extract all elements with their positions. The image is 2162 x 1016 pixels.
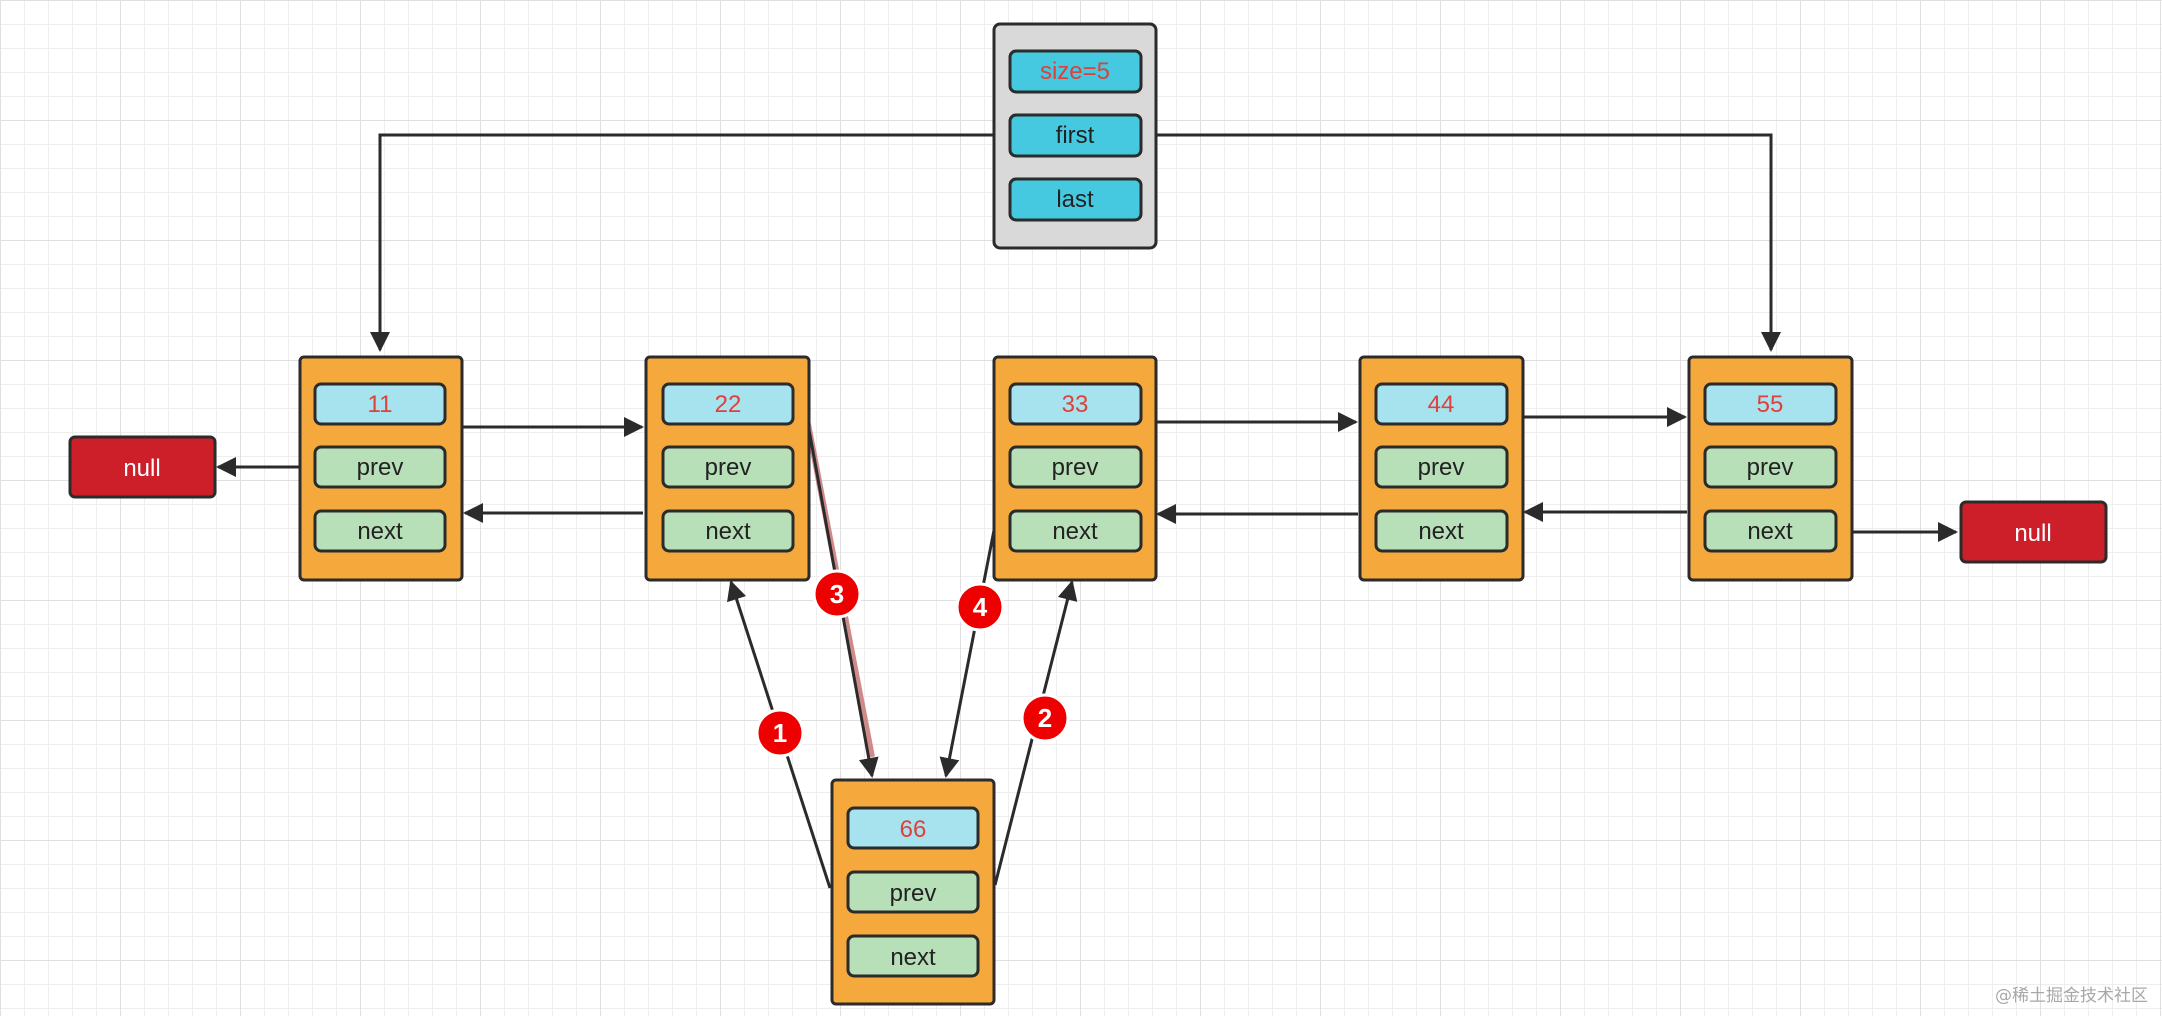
first-pointer-arrow	[370, 133, 994, 352]
next-field	[313, 509, 447, 553]
next-label: next	[1052, 518, 1098, 545]
prev-field	[1008, 445, 1143, 489]
value-field	[313, 382, 447, 426]
node-value: 55	[1757, 391, 1784, 418]
prev-field	[1703, 445, 1838, 489]
list-node-55: 55 prev next	[1687, 355, 1854, 582]
next-label: next	[357, 518, 403, 545]
last-field	[1008, 177, 1143, 222]
step-circle	[755, 708, 805, 758]
null-label: null	[2014, 520, 2051, 547]
step4-node33-prev-to-new-arrow	[939, 519, 998, 778]
next-field	[1703, 509, 1838, 553]
watermark-text: @稀土掘金技术社区	[1995, 986, 2148, 1006]
value-field	[661, 382, 795, 426]
prev-label: prev	[890, 880, 937, 907]
prev-field	[1374, 445, 1509, 489]
step-badge-4: 4	[955, 582, 1005, 632]
prev-label: prev	[357, 454, 404, 481]
next-field	[661, 509, 795, 553]
prev-label: prev	[1418, 454, 1465, 481]
null-label: null	[123, 455, 160, 482]
node-value: 22	[715, 391, 742, 418]
step-badge-1: 1	[755, 708, 805, 758]
step-number: 2	[1038, 703, 1052, 733]
next-field	[846, 934, 980, 978]
first-field	[1008, 113, 1143, 158]
value-field	[1703, 382, 1838, 426]
step-circle	[955, 582, 1005, 632]
null-right: null	[1959, 500, 2108, 564]
list-node-33: 33 prev next	[992, 355, 1158, 582]
linkedlist-header: size=5 first last	[992, 22, 1158, 250]
next-label: next	[1418, 518, 1464, 545]
node-value: 11	[368, 391, 393, 418]
value-field	[846, 806, 980, 850]
step-circle	[1020, 693, 1070, 743]
list-node-11: 11 prev next	[298, 355, 464, 582]
list-node-44: 44 prev next	[1358, 355, 1525, 582]
last-label: last	[1056, 186, 1094, 213]
step-number: 3	[830, 579, 844, 609]
first-label: first	[1056, 122, 1095, 149]
prev-label: prev	[1747, 454, 1794, 481]
null-box	[1959, 500, 2108, 564]
step-number: 1	[773, 718, 787, 748]
list-node-22: 22 prev next	[644, 355, 811, 582]
new-list-node-66: 66 prev next	[830, 778, 996, 1006]
size-label: size=5	[1040, 58, 1110, 85]
value-field	[1008, 382, 1143, 426]
prev-label: prev	[705, 454, 752, 481]
next-label: next	[705, 518, 751, 545]
step-badge-3: 3	[812, 569, 862, 619]
last-pointer-arrow	[1156, 133, 1781, 352]
next-label: next	[1747, 518, 1793, 545]
null-box	[68, 435, 217, 499]
step-badge-2: 2	[1020, 693, 1070, 743]
step-number: 4	[973, 592, 988, 622]
node-value: 33	[1062, 391, 1089, 418]
node-value: 44	[1428, 391, 1455, 418]
value-field	[1374, 382, 1509, 426]
size-field	[1008, 49, 1143, 94]
prev-field	[846, 870, 980, 914]
next-label: next	[890, 944, 936, 971]
step-circle	[812, 569, 862, 619]
next-field	[1008, 509, 1143, 553]
next-field	[1374, 509, 1509, 553]
prev-field	[661, 445, 795, 489]
prev-label: prev	[1052, 454, 1099, 481]
null-left: null	[68, 435, 217, 499]
prev-field	[313, 445, 447, 489]
node-value: 66	[900, 816, 927, 843]
